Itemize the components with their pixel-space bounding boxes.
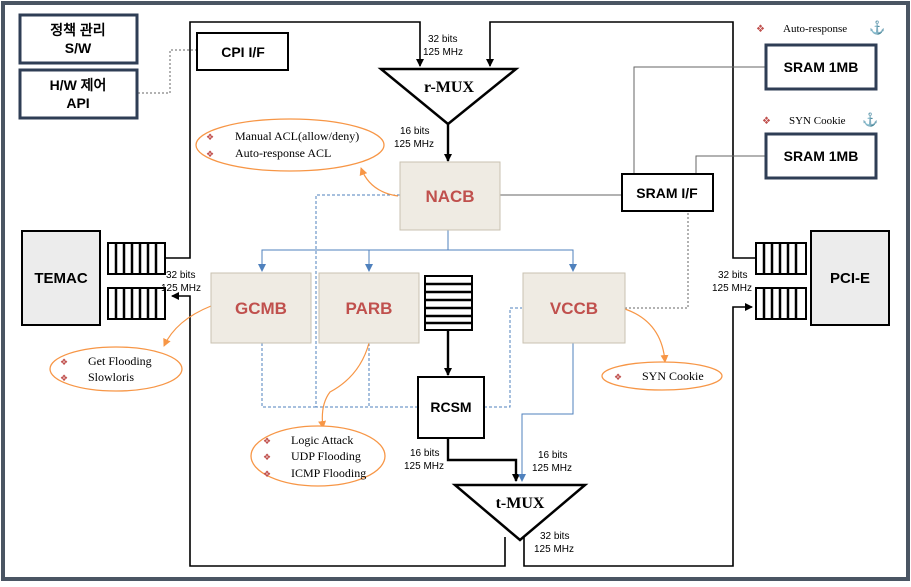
- temac-freq: 125 MHz: [161, 283, 201, 294]
- bullet-icon: ❖: [756, 24, 765, 35]
- gcmb-item-2: Slowloris: [88, 370, 134, 384]
- rcsm-block: RCSM: [417, 376, 485, 439]
- bullet-icon: ❖: [263, 469, 271, 479]
- gcmb-block: GCMB: [210, 272, 312, 344]
- tmux-out-bits: 32 bits: [540, 531, 569, 542]
- acl-callout: ❖ Manual ACL(allow/deny) ❖ Auto-response…: [195, 118, 385, 172]
- rmux-in-freq: 125 MHz: [423, 47, 463, 58]
- temac-label: TEMAC: [34, 270, 87, 287]
- parb-item-1: Logic Attack: [291, 433, 353, 447]
- bullet-icon: ❖: [614, 372, 622, 382]
- r-mux-label: r-MUX: [424, 79, 474, 96]
- pcie-buffers: [755, 242, 807, 320]
- parb-item-3: ICMP Flooding: [291, 466, 366, 480]
- gcmb-item-1: Get Flooding: [88, 354, 152, 368]
- api-line2: API: [66, 95, 89, 111]
- auto-response-tag: ❖ Auto-response ⚓: [756, 20, 885, 35]
- nacb-label: NACB: [425, 187, 474, 206]
- t-mux: t-MUX: [451, 483, 589, 542]
- orange-connectors: [163, 167, 669, 429]
- rmux-out-freq: 125 MHz: [394, 139, 434, 150]
- vccb-out-freq: 125 MHz: [532, 463, 572, 474]
- cpi-if-box: CPI I/F: [196, 32, 289, 71]
- policy-software-box: 정책 관리 S/W: [18, 13, 139, 65]
- vccb-item-1: SYN Cookie: [642, 369, 704, 383]
- parb-item-2: UDP Flooding: [291, 449, 361, 463]
- anchor-icon: ⚓: [862, 112, 878, 127]
- r-mux: r-MUX: [377, 67, 520, 126]
- tmux-out-freq: 125 MHz: [534, 544, 574, 555]
- rcsm-out-freq: 125 MHz: [404, 461, 444, 472]
- rcsm-out-bits: 16 bits: [410, 448, 439, 459]
- sram-mid-label: SRAM 1MB: [784, 148, 859, 164]
- sram-top-label: SRAM 1MB: [784, 59, 859, 75]
- rmux-in-bits: 32 bits: [428, 34, 457, 45]
- bullet-icon: ❖: [206, 132, 214, 142]
- nacb-block: NACB: [399, 161, 501, 231]
- gcmb-callout: ❖ Get Flooding ❖ Slowloris: [49, 346, 183, 392]
- blue-dashed-wires: [261, 194, 522, 408]
- parb-callout: ❖ Logic Attack ❖ UDP Flooding ❖ ICMP Flo…: [250, 425, 386, 487]
- grey-wires: [138, 49, 766, 309]
- temac-bits: 32 bits: [166, 270, 195, 281]
- black-wires: [166, 21, 756, 567]
- anchor-icon: ⚓: [869, 20, 885, 35]
- acl-item-1: Manual ACL(allow/deny): [235, 129, 359, 143]
- pcie-bits: 32 bits: [718, 270, 747, 281]
- temac-block: TEMAC: [21, 230, 101, 326]
- vccb-out-bits: 16 bits: [538, 450, 567, 461]
- clock-labels: 32 bits 125 MHz 16 bits 125 MHz 32 bits …: [161, 34, 752, 555]
- sram-if-box: SRAM I/F: [621, 173, 714, 212]
- pcie-freq: 125 MHz: [712, 283, 752, 294]
- cpi-if-label: CPI I/F: [221, 44, 265, 60]
- rcsm-label: RCSM: [430, 399, 471, 415]
- bullet-icon: ❖: [263, 452, 271, 462]
- bullet-icon: ❖: [762, 116, 771, 127]
- vccb-label: VCCB: [550, 299, 598, 318]
- t-mux-label: t-MUX: [496, 495, 545, 512]
- software-line1: 정책 관리: [50, 22, 105, 38]
- bullet-icon: ❖: [60, 373, 68, 383]
- parb-block: PARB: [318, 272, 420, 344]
- gcmb-label: GCMB: [235, 299, 287, 318]
- api-line1: H/W 제어: [50, 77, 107, 93]
- bullet-icon: ❖: [263, 436, 271, 446]
- temac-buffers: [107, 242, 166, 320]
- sram-top-box: SRAM 1MB: [764, 43, 878, 91]
- sram-mid-box: SRAM 1MB: [764, 132, 878, 180]
- fifo-buffer: [424, 275, 473, 331]
- bullet-icon: ❖: [206, 149, 214, 159]
- software-line2: S/W: [65, 40, 92, 56]
- bullet-icon: ❖: [60, 357, 68, 367]
- pcie-label: PCI-E: [830, 270, 870, 287]
- hw-control-api-box: H/W 제어 API: [18, 68, 139, 120]
- blue-wires: [258, 230, 577, 482]
- pcie-block: PCI-E: [810, 230, 890, 326]
- parb-label: PARB: [346, 299, 393, 318]
- rmux-out-bits: 16 bits: [400, 126, 429, 137]
- auto-response-label: Auto-response: [783, 23, 847, 35]
- acl-item-2: Auto-response ACL: [235, 146, 331, 160]
- syn-cookie-tag: ❖ SYN Cookie ⚓: [762, 112, 878, 127]
- sram-if-label: SRAM I/F: [636, 185, 698, 201]
- vccb-callout: ❖ SYN Cookie: [601, 361, 723, 391]
- vccb-block: VCCB: [522, 272, 626, 344]
- syn-cookie-label: SYN Cookie: [789, 115, 846, 127]
